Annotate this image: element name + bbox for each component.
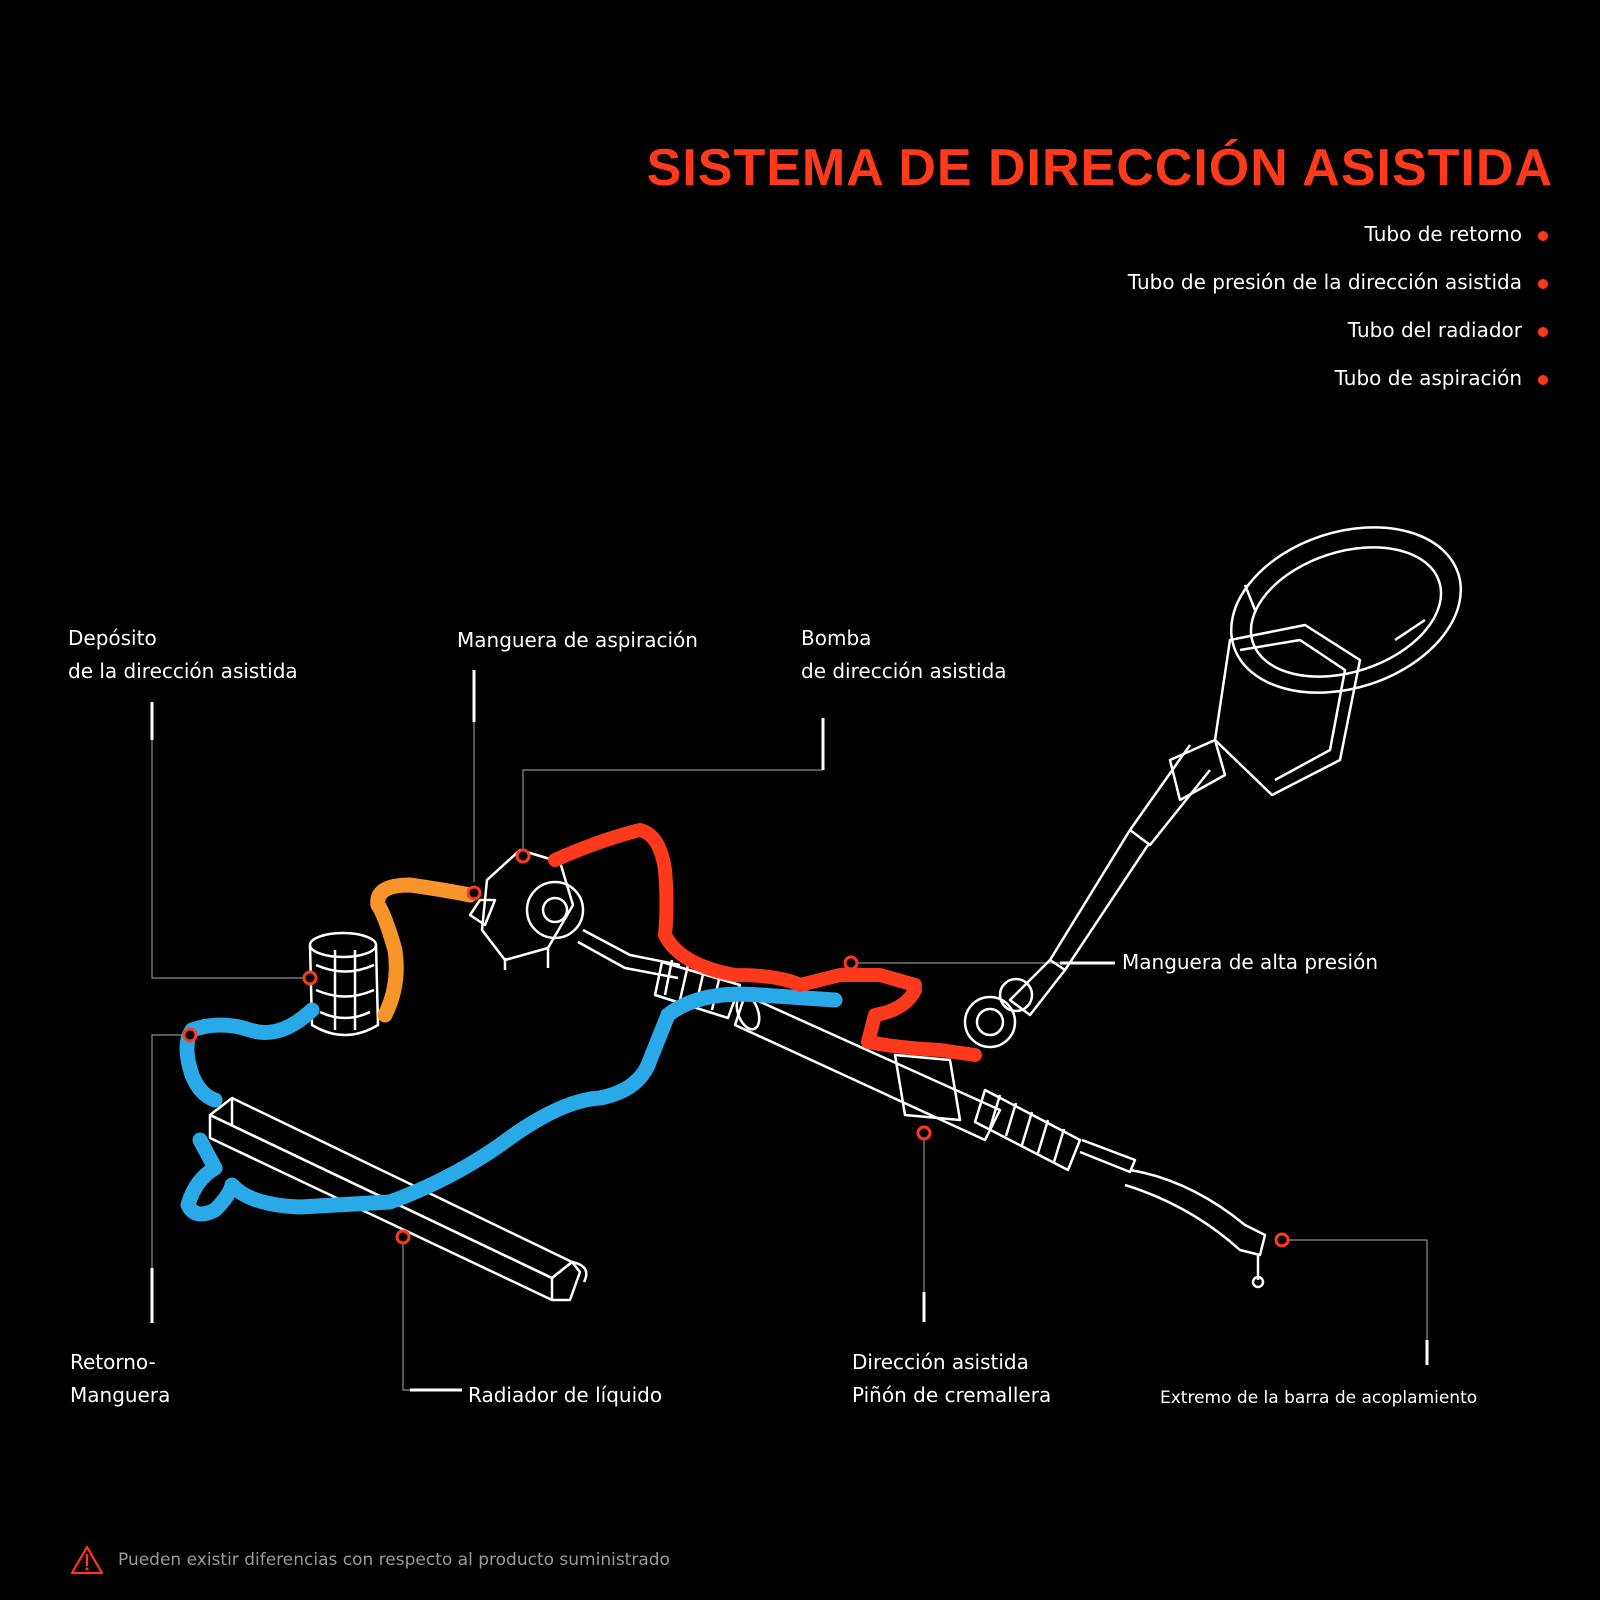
pressure-hoses [555, 830, 975, 1055]
marker-cooler [397, 1231, 409, 1243]
label-cooler: Radiador de líquido [468, 1379, 662, 1412]
marker-rack [918, 1127, 930, 1139]
suction-hose [378, 885, 470, 1015]
label-line: Depósito [68, 622, 298, 655]
marker-tie-rod [1276, 1234, 1288, 1246]
label-line: Extremo de la barra de acoplamiento [1160, 1382, 1477, 1415]
marker-return [184, 1029, 196, 1041]
return-hose-short [200, 1140, 215, 1168]
label-high-pressure-hose: Manguera de alta presión [1122, 946, 1378, 979]
marker-high-pressure [845, 957, 857, 969]
label-pump: Bomba de dirección asistida [801, 622, 1007, 688]
return-hose-cooler-inlet [188, 1015, 668, 1214]
leader-tie-rod [1282, 1240, 1427, 1340]
power-steering-reservoir [310, 933, 378, 1035]
label-suction-hose: Manguera de aspiración [457, 624, 698, 657]
label-line: Bomba [801, 622, 1007, 655]
pressure-hose-pump [555, 830, 915, 985]
return-hose-reservoir [187, 1010, 312, 1100]
leader-lines [152, 722, 1427, 1390]
leader-pump [523, 770, 823, 852]
label-line: Retorno- [70, 1346, 170, 1379]
leader-cooler [403, 1235, 410, 1390]
disclaimer-text: Pueden existir diferencias con respecto … [118, 1550, 670, 1570]
label-line: Manguera de aspiración [457, 624, 698, 657]
leader-reservoir [152, 740, 310, 978]
label-line: Manguera [70, 1379, 170, 1412]
label-line: de la dirección asistida [68, 655, 298, 688]
leader-ticks [152, 670, 1427, 1390]
label-line: de dirección asistida [801, 655, 1007, 688]
pressure-hose-rack [868, 990, 975, 1055]
marker-suction [468, 887, 480, 899]
marker-reservoir [304, 972, 316, 984]
label-line: Piñón de cremallera [852, 1379, 1051, 1412]
label-reservoir: Depósito de la dirección asistida [68, 622, 298, 688]
label-line: Dirección asistida [852, 1346, 1051, 1379]
disclaimer: Pueden existir diferencias con respecto … [70, 1545, 670, 1575]
return-hose-rack [668, 994, 835, 1015]
label-rack-pinion: Dirección asistida Piñón de cremallera [852, 1346, 1051, 1412]
power-steering-pump [470, 850, 583, 970]
label-tie-rod-end: Extremo de la barra de acoplamiento [1160, 1382, 1477, 1415]
marker-pump [517, 850, 529, 862]
warning-triangle-icon [70, 1545, 104, 1575]
callout-markers [184, 850, 1288, 1246]
label-return-hose: Retorno- Manguera [70, 1346, 170, 1412]
label-line: Radiador de líquido [468, 1379, 662, 1412]
label-line: Manguera de alta presión [1122, 946, 1378, 979]
